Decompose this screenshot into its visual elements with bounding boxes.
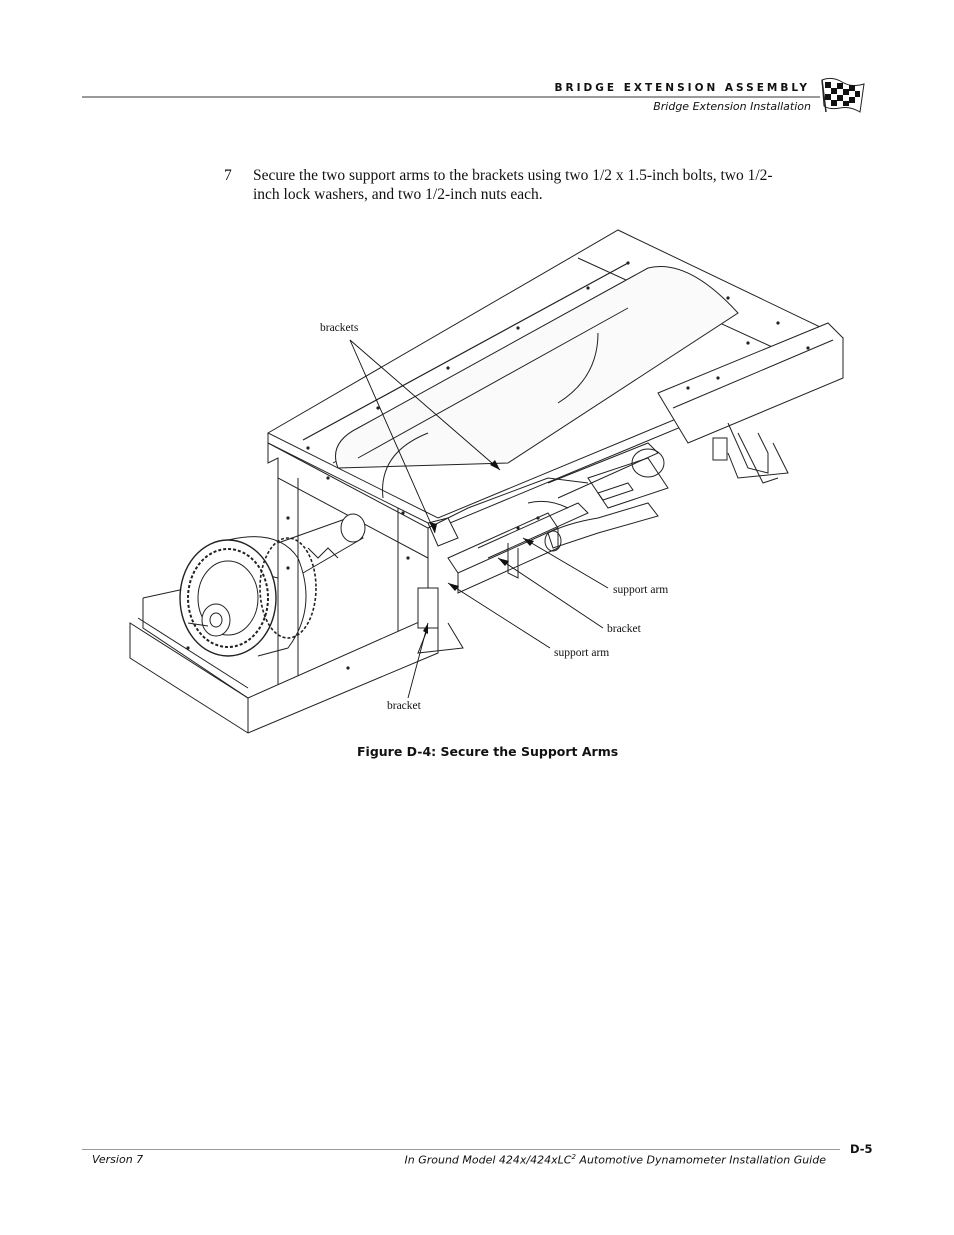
step-number: 7	[224, 167, 232, 184]
assembly-drawing	[129, 229, 844, 734]
footer-guide-title: In Ground Model 424x/424xLC2 Automotive …	[404, 1153, 826, 1167]
header-divider	[82, 96, 820, 98]
label-support-arm-upper: support arm	[613, 584, 669, 596]
checkered-flag-icon	[821, 77, 865, 113]
page-number: D-5	[850, 1142, 873, 1156]
footer-title-end: Automotive Dynamometer Installation Guid…	[575, 1153, 826, 1167]
label-support-arm-lower: support arm	[554, 647, 610, 659]
label-brackets: brackets	[320, 322, 359, 334]
section-title: BRIDGE EXTENSION ASSEMBLY	[554, 82, 810, 94]
label-bracket-right: bracket	[607, 623, 641, 635]
subsection-title: Bridge Extension Installation	[653, 100, 811, 113]
footer-divider	[82, 1149, 840, 1150]
footer-title-sup: 2	[571, 1153, 576, 1161]
footer-version: Version 7	[92, 1153, 144, 1166]
step-text: Secure the two support arms to the brack…	[253, 167, 773, 203]
footer-title-main: In Ground Model 424x/424xLC	[404, 1153, 572, 1167]
label-bracket-lower: bracket	[387, 700, 421, 712]
figure-caption: Figure D-4: Secure the Support Arms	[357, 744, 619, 759]
flywheel-drawing	[179, 513, 366, 657]
